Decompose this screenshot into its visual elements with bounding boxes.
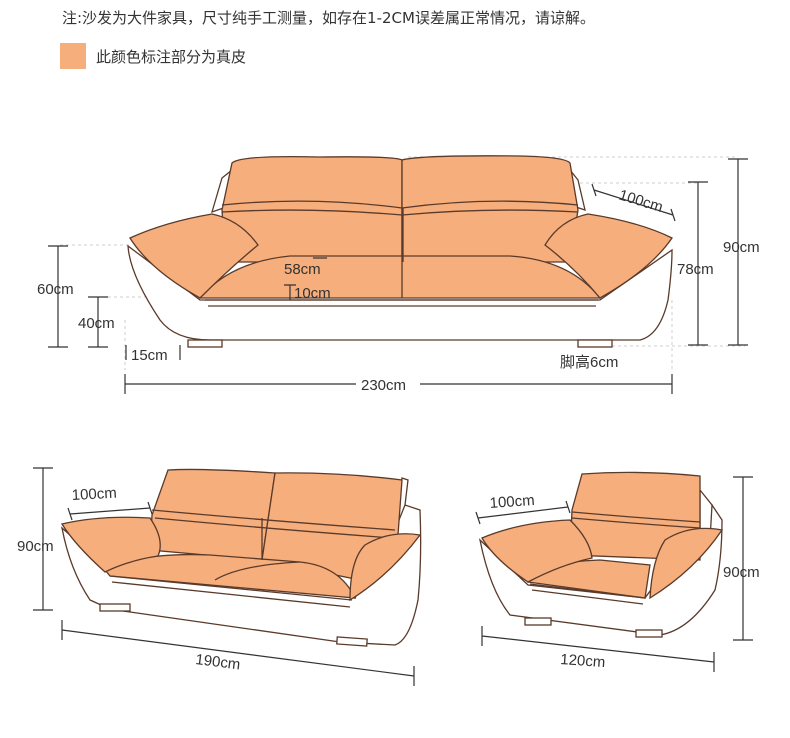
large-sofa-leg-height-label: 脚高6cm: [560, 354, 618, 371]
medium-sofa-backrest-left: [149, 468, 276, 561]
single-sofa-height-label: 90cm: [723, 564, 760, 581]
medium-sofa-arm-right: [349, 533, 422, 602]
large-sofa-back-height-label: 78cm: [677, 261, 714, 278]
single-sofa-base: [478, 503, 723, 636]
large-sofa-seat-depth-label: 58cm: [284, 261, 321, 278]
medium-sofa: 90cm 100cm 190cm: [17, 467, 422, 686]
legend: 此颜色标注部分为真皮: [60, 43, 246, 69]
large-sofa-back-depth-label: 100cm: [617, 187, 665, 216]
leather-color-swatch: [60, 43, 86, 69]
single-sofa-arm-left: [481, 519, 593, 583]
medium-sofa-arm-left: [60, 516, 161, 573]
large-sofa-leg-offset-label: 15cm: [131, 347, 168, 364]
large-sofa-width-label: 230cm: [361, 377, 406, 394]
medium-sofa-width-label: 190cm: [195, 651, 242, 673]
medium-sofa-base: [61, 504, 422, 646]
dimension-note: 注:沙发为大件家具，尺寸纯手工测量，如存在1-2CM误差属正常情况，请谅解。: [62, 9, 595, 27]
large-sofa-base: [127, 244, 673, 341]
large-sofa-backrest-right: [401, 155, 579, 263]
large-sofa-arm-height-label: 60cm: [37, 281, 74, 298]
large-sofa-height-label: 90cm: [723, 239, 760, 256]
medium-sofa-height-label: 90cm: [17, 538, 54, 555]
large-sofa-arm-left: [129, 213, 259, 299]
single-sofa-arm-right: [649, 527, 724, 600]
medium-sofa-back-depth-label: 100cm: [71, 485, 117, 504]
single-sofa: 90cm 100cm 120cm: [475, 471, 760, 672]
large-sofa-seat-height-label: 40cm: [78, 315, 115, 332]
large-sofa-cushion-label: 10cm: [294, 285, 331, 302]
large-sofa: 90cm 78cm 100cm 58cm 10cm 60cm 40cm 15cm…: [37, 155, 760, 394]
large-sofa-seat: [198, 255, 602, 299]
large-sofa-arm-right: [544, 213, 673, 299]
single-sofa-back-depth-label: 100cm: [489, 492, 535, 512]
single-sofa-width-label: 120cm: [560, 651, 606, 671]
legend-label: 此颜色标注部分为真皮: [96, 47, 247, 66]
